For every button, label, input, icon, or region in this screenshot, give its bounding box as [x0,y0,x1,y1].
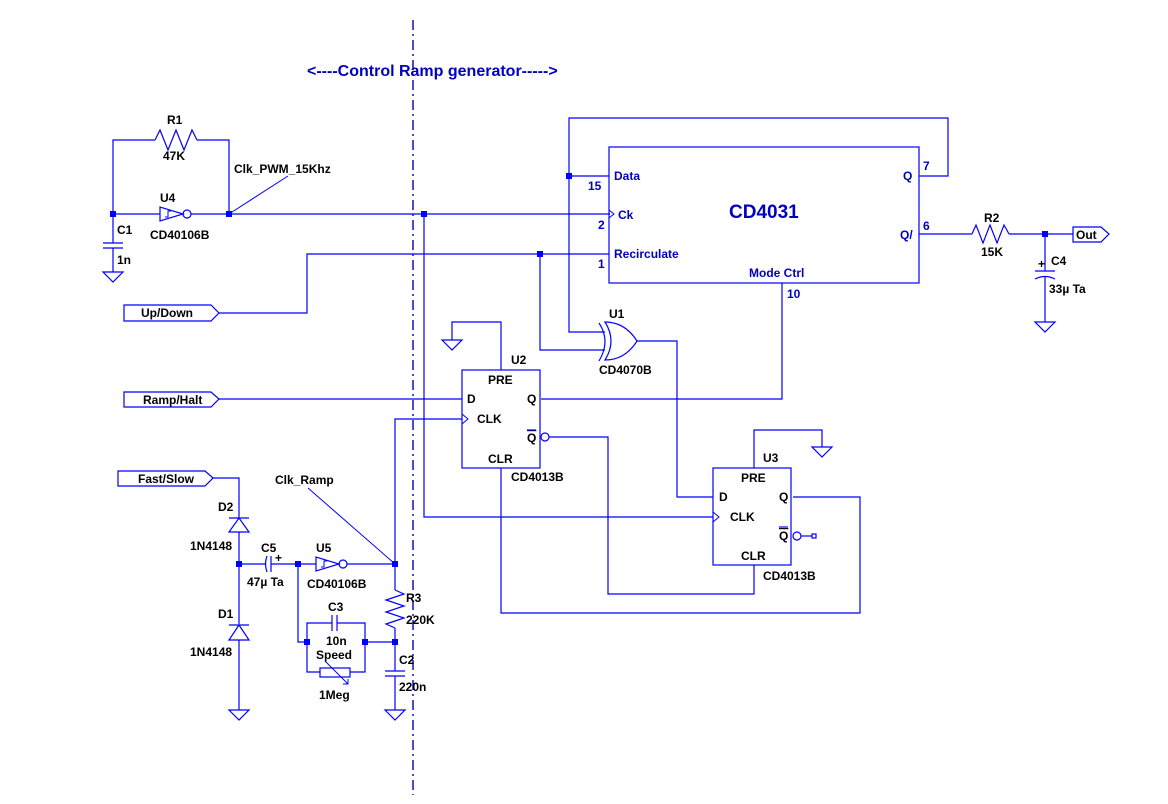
u1-ref: U1 [609,307,625,321]
pin-q-label: Q [903,169,912,183]
r1-value: 47K [163,149,185,163]
u3-d: D [719,490,728,504]
u5-value: CD40106B [307,577,367,591]
pin-recirculate-num: 1 [598,257,605,271]
r1-ref: R1 [167,113,183,127]
ground-icon [227,709,251,721]
u3-clr: CLR [741,549,766,563]
section-title: <----Control Ramp generator-----> [307,63,558,80]
pin-ck-num: 2 [598,218,605,232]
port-ramp-halt[interactable]: Ramp/Halt [123,391,220,408]
u3-value: CD4013B [763,569,816,583]
u1-value: CD4070B [599,363,652,377]
pin-recirculate-label: Recirculate [614,247,679,261]
pin-mode-ctrl-num: 10 [787,287,801,301]
c2-value: 220n [399,680,426,694]
d1-value: 1N4148 [190,645,232,659]
c5-value: 47µ Ta [247,575,284,589]
d2-value: 1N4148 [190,539,232,553]
u2-ref: U2 [511,353,527,367]
u2-value: CD4013B [511,470,564,484]
c3-ref: C3 [328,600,344,614]
u3-clk: CLK [730,510,755,524]
u5-ref: U5 [316,541,332,555]
cd4031-name: CD4031 [729,202,799,223]
output-filter: R2 15K + C4 33µ Ta [919,211,1086,333]
c1-ref: C1 [117,223,133,237]
net-label-clk-ramp: Clk_Ramp [275,473,334,487]
u2-d: D [467,392,476,406]
diode-d1[interactable] [227,623,251,641]
d2-ref: D2 [218,500,234,514]
u2-pre: PRE [488,373,513,387]
pin-mode-ctrl-label: Mode Ctrl [749,266,804,280]
pin-ck-label: Ck [618,208,634,222]
ground-icon [1033,321,1057,333]
capacitor-c5[interactable] [264,555,268,573]
u3-pre: PRE [741,471,766,485]
pin-qbar-label: Q/ [900,228,913,242]
c4-value: 33µ Ta [1049,282,1086,296]
pot-ref: Speed [316,648,352,662]
diode-d2[interactable] [227,516,251,533]
r2-value: 15K [981,245,1003,259]
u3-q: Q [779,490,788,504]
resistor-r1[interactable] [154,128,198,152]
r3-ref: R3 [406,591,422,605]
resistor-r2[interactable] [971,223,1010,245]
r2-ref: R2 [984,211,1000,225]
port-ramp-halt-label: Ramp/Halt [143,393,202,407]
pin-q-num: 7 [923,159,930,173]
u4-value: CD40106B [150,228,210,242]
svg-text:+: + [1038,257,1045,271]
port-out[interactable]: Out [1072,226,1110,243]
port-fast-slow-label: Fast/Slow [138,472,195,486]
port-fast-slow[interactable]: Fast/Slow [117,470,214,487]
inverter-u5[interactable] [315,556,342,572]
port-up-down[interactable]: Up/Down [123,304,220,322]
flip-flop-u3[interactable]: PRE D CLK Q Q CLR U3 CD4013B [712,451,817,583]
pin-qbar-num: 6 [923,219,930,233]
d1-ref: D1 [218,607,234,621]
r3-value: 220K [406,613,435,627]
u3-ref: U3 [763,451,779,465]
ground-icon [383,709,407,721]
ground-icon [101,271,125,283]
schmitt-icon [165,210,171,218]
pot-value: 1Meg [319,688,350,702]
c5-ref: C5 [261,541,277,555]
pin-data-label: Data [614,169,640,183]
svg-text:+: + [275,551,282,565]
c3-value: 10n [326,634,347,648]
u2-q: Q [527,392,536,406]
ramp-oscillator-u5: D2 1N4148 + C5 47µ Ta D1 1N4148 U5 CD401… [190,473,435,721]
flip-flop-u2[interactable]: PRE D CLK Q Q CLR U2 CD4013B [461,353,564,484]
potentiometer-speed[interactable] [319,667,351,678]
oscillator-u4: R1 47K U4 CD40106B C1 1n Clk_PWM_15Khz [101,113,331,283]
u4-ref: U4 [160,191,176,205]
cd4031-shift-register[interactable]: CD4031 Data 15 Ck 2 Recirculate 1 Mode C… [588,146,930,301]
net-label-clk-pwm: Clk_PWM_15Khz [234,162,331,176]
pin-data-num: 15 [588,179,602,193]
c1-value: 1n [117,253,131,267]
c2-ref: C2 [399,653,415,667]
inverter-u4[interactable] [159,206,186,222]
c4-ref: C4 [1051,254,1067,268]
ground-icon [810,446,834,458]
port-out-label: Out [1076,228,1097,242]
resistor-r3[interactable] [384,589,406,629]
ground-icon [440,339,464,351]
u2-qbar: Q [527,431,536,445]
xor-gate-u1[interactable]: U1 CD4070B [598,307,652,377]
port-up-down-label: Up/Down [141,306,193,320]
u2-clr: CLR [488,452,513,466]
u2-clk: CLK [477,412,502,426]
u3-qbar: Q [779,529,788,543]
